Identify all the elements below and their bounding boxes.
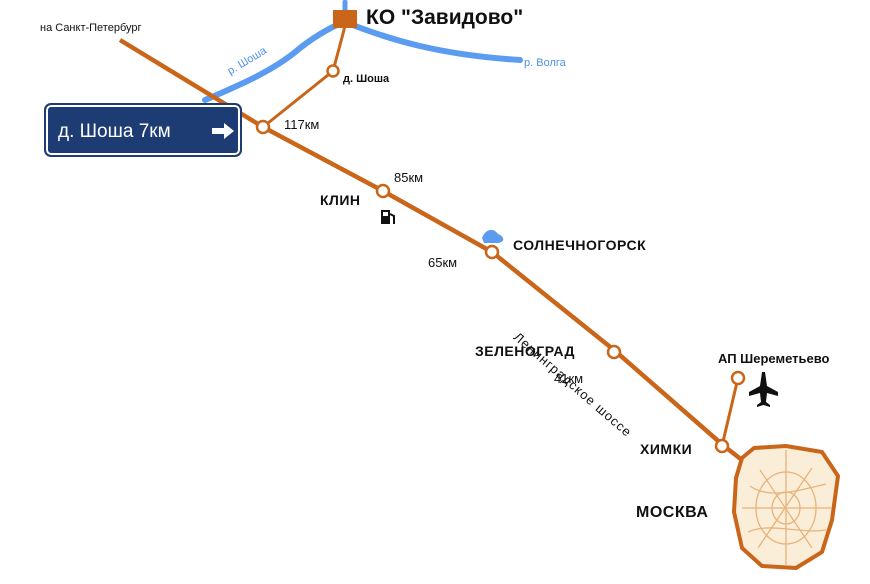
river-volga-label: р. Волга [524, 57, 566, 69]
node-khimki [714, 438, 730, 454]
place-shosha: д. Шоша [343, 73, 390, 85]
destination-marker-icon [333, 10, 357, 28]
moscow-city-shape [732, 444, 840, 570]
node-117km [255, 119, 271, 135]
arrow-right-icon [212, 123, 234, 139]
distance-117km: 117км [284, 117, 320, 132]
page-title: КО "Завидово" [366, 6, 524, 29]
place-zelenograd: ЗЕЛЕНОГРАД [475, 343, 575, 359]
node-zelenograd [606, 344, 622, 360]
fuel-icon [381, 210, 395, 224]
river-volga [342, 19, 523, 63]
place-airport: АП Шереметьево [718, 351, 830, 366]
place-khimki: ХИМКИ [640, 441, 693, 457]
node-shosha [326, 64, 340, 78]
place-klin: КЛИН [320, 192, 361, 208]
place-moscow: МОСКВА [636, 504, 709, 521]
road-sign-text: д. Шоша 7км [58, 121, 171, 142]
distance-85km: 85км [394, 170, 424, 185]
distance-41km: 41км [554, 371, 584, 386]
road-to-airport [720, 377, 740, 447]
river-shosha [202, 19, 348, 103]
direction-spb: на Санкт-Петербург [40, 22, 142, 34]
airplane-icon [749, 372, 778, 407]
node-airport [730, 370, 746, 386]
node-solnechnogorsk [484, 244, 500, 260]
place-solnechnogorsk: СОЛНЕЧНОГОРСК [513, 237, 647, 253]
node-klin [375, 183, 391, 199]
lake-icon [482, 229, 504, 243]
distance-65km: 65км [428, 255, 458, 270]
road-sign: д. Шоша 7км [44, 103, 242, 157]
